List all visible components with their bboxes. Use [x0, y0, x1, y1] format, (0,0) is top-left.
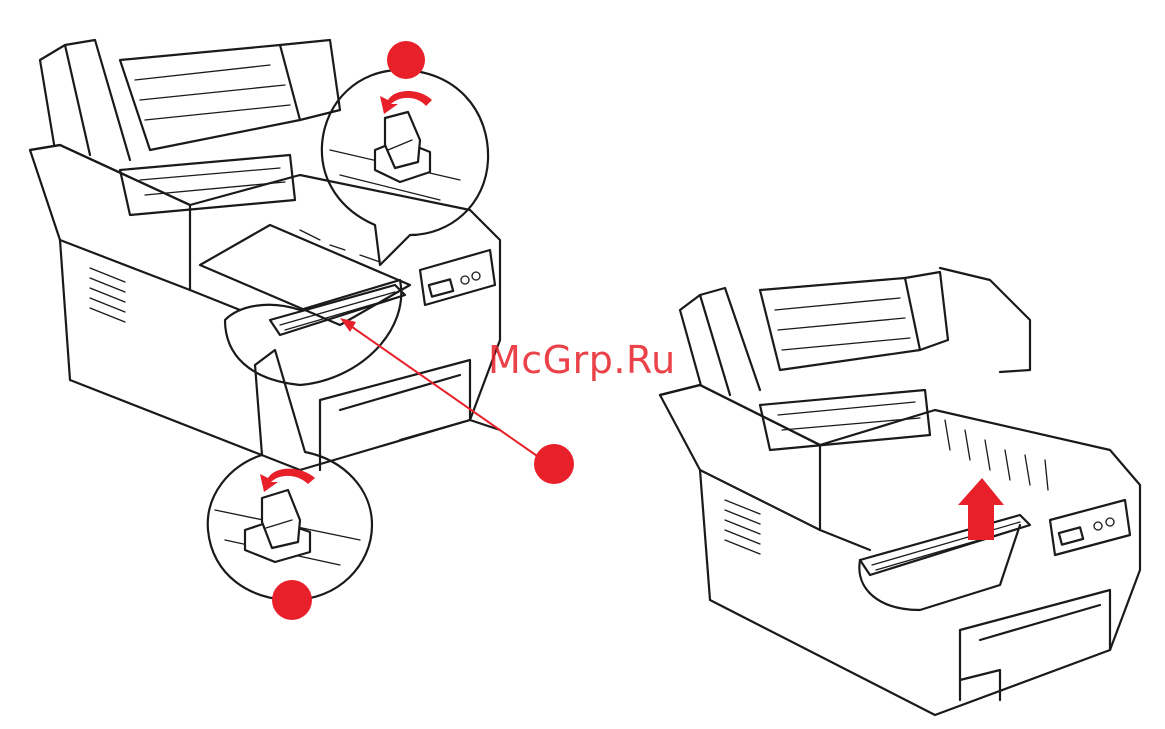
- marker-bottom: [272, 580, 312, 620]
- watermark: McGrp.Ru: [488, 338, 676, 382]
- rotate-arrow-icon: [260, 469, 315, 492]
- rotate-arrow-icon: [380, 91, 432, 114]
- printer-right: [660, 268, 1140, 715]
- marker-top: [387, 41, 425, 79]
- printer-left: [30, 40, 500, 470]
- marker-belt: [534, 444, 574, 484]
